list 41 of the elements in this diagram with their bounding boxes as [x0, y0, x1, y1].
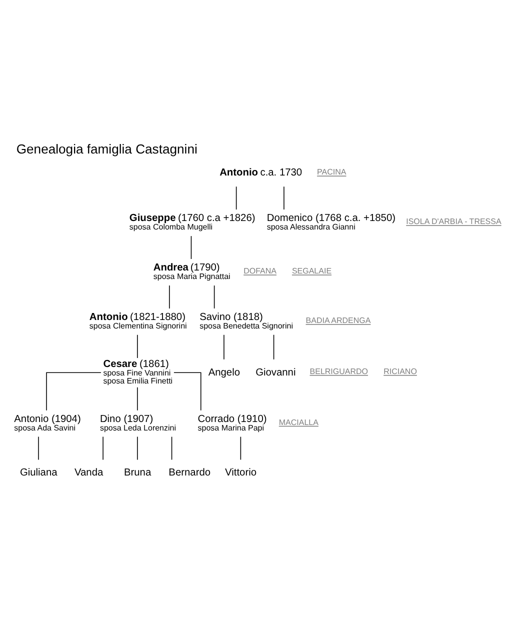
node-text: Antonio c.a. 1730	[219, 167, 302, 178]
label: SEGALAIE	[291, 266, 332, 276]
node-text: Cesare (1861) sposa Fine Vannini sposa Emilia Finetti	[102, 358, 172, 386]
connector	[168, 285, 170, 309]
label: DOFANA	[243, 266, 276, 276]
connector	[272, 334, 274, 360]
node-text: Antonio (1904) sposa Ada Savini	[14, 414, 80, 432]
connector	[235, 186, 236, 210]
connector	[283, 186, 284, 210]
node-text: Antonio (1821-1880) sposa Clementina Signorini	[88, 312, 186, 330]
connector	[136, 436, 138, 460]
node-text: Corrado (1910) sposa Marina Papi	[197, 414, 266, 432]
node-text: Bruna	[123, 468, 151, 479]
connector	[223, 334, 224, 360]
node-text: Dino (1907) sposa Leda Lorenzini	[99, 414, 176, 432]
node-text: Vittorio	[224, 468, 256, 479]
label: PACINA	[316, 168, 346, 177]
node-text: Angelo	[208, 367, 240, 378]
label: BADIA ARDENGA	[305, 316, 370, 326]
connector	[136, 334, 138, 358]
node-text: Giovanni	[255, 367, 296, 378]
node-text: Savino (1818) sposa Benedetta Signorini	[199, 312, 292, 330]
connector	[136, 386, 138, 411]
connector	[173, 372, 201, 411]
label: RICIANO	[383, 366, 416, 376]
connector	[170, 436, 172, 460]
node-text: Vanda	[74, 468, 103, 479]
node-text: Giuliana	[19, 468, 57, 479]
node-text: Giuseppe (1760 c.a +1826) sposa Colomba Mugelli	[128, 213, 255, 232]
node-text: Andrea (1790) sposa Maria Pignattai	[152, 262, 230, 282]
connector	[46, 372, 101, 411]
connector	[102, 436, 103, 460]
connector	[240, 436, 241, 460]
label: ISOLA D'ARBIA - TRESSA	[406, 217, 501, 226]
node-text: Domenico (1768 c.a. +1850) sposa Alessandra Gianni	[266, 213, 396, 232]
label: MACIALLA	[278, 418, 318, 427]
connector	[213, 285, 214, 309]
label: BELRIGUARDO	[309, 366, 368, 376]
connector	[190, 236, 192, 260]
node-text: Bernardo	[168, 468, 210, 479]
diagram-title: Genealogia famiglia Castagnini	[16, 141, 197, 156]
